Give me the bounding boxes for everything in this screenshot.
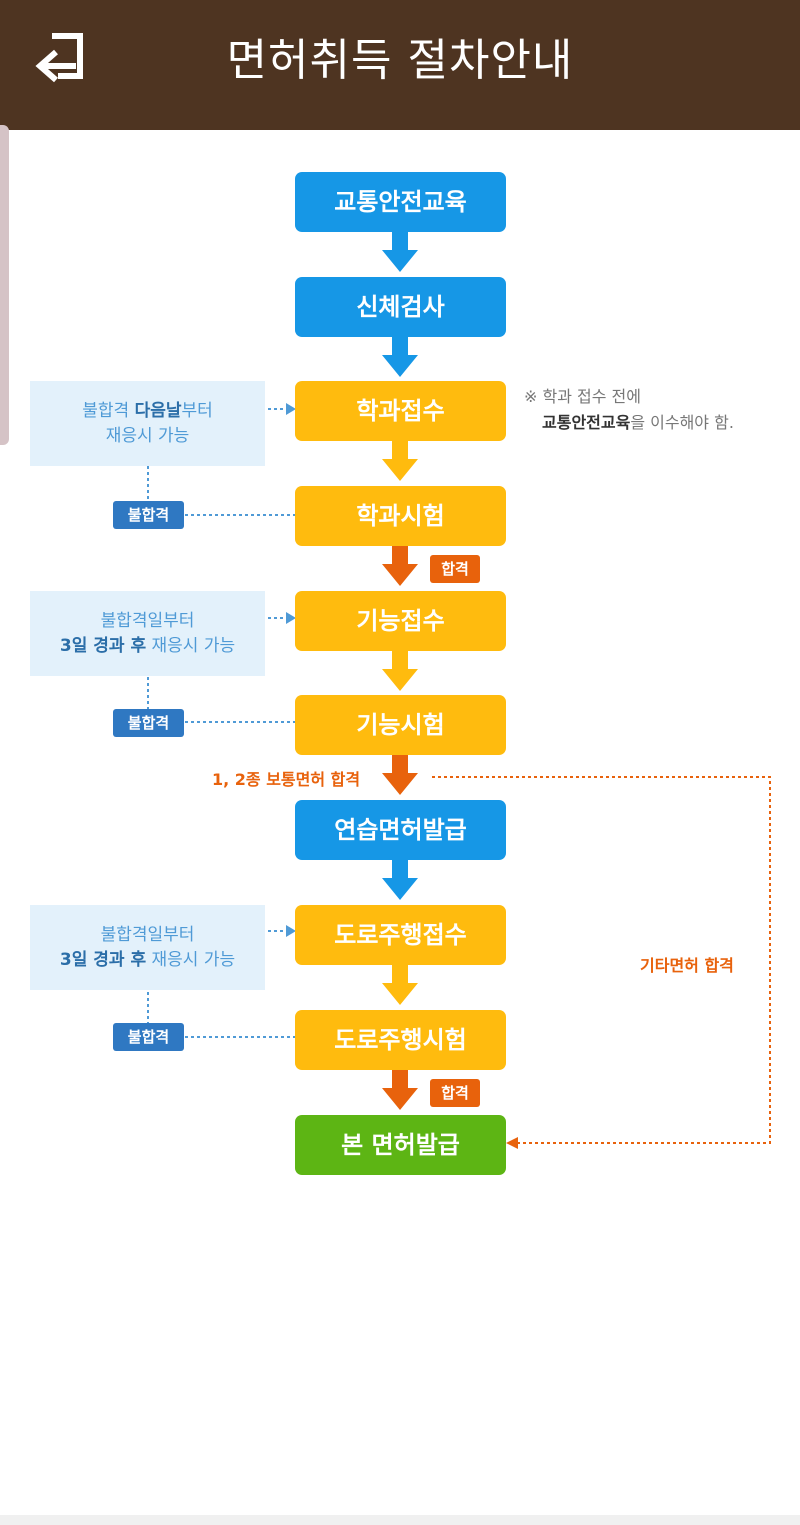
bottom-bar [0, 1515, 800, 1525]
retry-note-line1: 불합격일부터 [30, 923, 265, 948]
side-scroll-strip [0, 125, 9, 445]
step-road-test: 도로주행시험 [295, 1010, 506, 1070]
down-arrow-icon [382, 337, 418, 377]
app-header: 면허취득 절차안내 [0, 0, 800, 130]
retry-note-road: 불합격일부터 3일 경과 후 재응시 가능 [30, 905, 265, 990]
fail-badge-road: 불합격 [113, 1023, 184, 1051]
retry-note-emphasis: 3일 경과 후 [59, 635, 147, 656]
retry-note-text: 재응시 가능 [146, 949, 236, 970]
fail-badge-written: 불합격 [113, 501, 184, 529]
down-arrow-icon [382, 1070, 418, 1110]
down-arrow-icon [382, 860, 418, 900]
retry-note-text: 재응시 가능 [105, 425, 190, 446]
retry-note-text: 부터 [181, 400, 213, 421]
retry-note-text: 불합격일부터 [100, 924, 195, 945]
step-skill-test: 기능시험 [295, 695, 506, 755]
normal-license-pass-label: 1, 2종 보통면허 합격 [212, 770, 361, 789]
pass-badge-road: 합격 [430, 1079, 480, 1107]
page-title: 면허취득 절차안내 [226, 35, 574, 86]
retry-note-text: 불합격일부터 [100, 610, 195, 631]
fail-badge-skill: 불합격 [113, 709, 184, 737]
down-arrow-icon [382, 441, 418, 481]
step-traffic-safety-education: 교통안전교육 [295, 172, 506, 232]
retry-note-text: 재응시 가능 [146, 635, 236, 656]
retry-note-line1: 불합격 다음날부터 [30, 399, 265, 424]
retry-note-written: 불합격 다음날부터 재응시 가능 [30, 381, 265, 466]
note-line1: ※ 학과 접수 전에 [524, 387, 641, 406]
retry-note-line2: 3일 경과 후 재응시 가능 [30, 634, 265, 659]
retry-note-line2: 재응시 가능 [30, 424, 265, 449]
down-arrow-icon [382, 755, 418, 795]
step-written-test: 학과시험 [295, 486, 506, 546]
step-skill-test-registration: 기능접수 [295, 591, 506, 651]
note-text: 을 이수해야 함. [630, 413, 734, 432]
retry-note-emphasis: 다음날 [134, 400, 182, 421]
note-emphasis: 교통안전교육 [542, 413, 631, 432]
step-road-test-registration: 도로주행접수 [295, 905, 506, 965]
back-button[interactable] [30, 28, 94, 92]
prerequisite-note: ※ 학과 접수 전에 교통안전교육을 이수해야 함. [524, 384, 794, 436]
down-arrow-icon [382, 546, 418, 586]
step-physical-exam: 신체검사 [295, 277, 506, 337]
down-arrow-icon [382, 965, 418, 1005]
other-license-pass-label: 기타면허 합격 [640, 956, 734, 975]
step-learner-license-issue: 연습면허발급 [295, 800, 506, 860]
pass-badge-written: 합격 [430, 555, 480, 583]
back-arrow-icon [35, 33, 83, 83]
step-full-license-issue: 본 면허발급 [295, 1115, 506, 1175]
retry-note-skill: 불합격일부터 3일 경과 후 재응시 가능 [30, 591, 265, 676]
step-written-test-registration: 학과접수 [295, 381, 506, 441]
note-line2: 교통안전교육을 이수해야 함. [524, 410, 794, 436]
retry-note-emphasis: 3일 경과 후 [59, 949, 147, 970]
down-arrow-icon [382, 651, 418, 691]
retry-note-line1: 불합격일부터 [30, 609, 265, 634]
retry-note-text: 불합격 [82, 400, 135, 421]
down-arrow-icon [382, 232, 418, 272]
retry-note-line2: 3일 경과 후 재응시 가능 [30, 948, 265, 973]
